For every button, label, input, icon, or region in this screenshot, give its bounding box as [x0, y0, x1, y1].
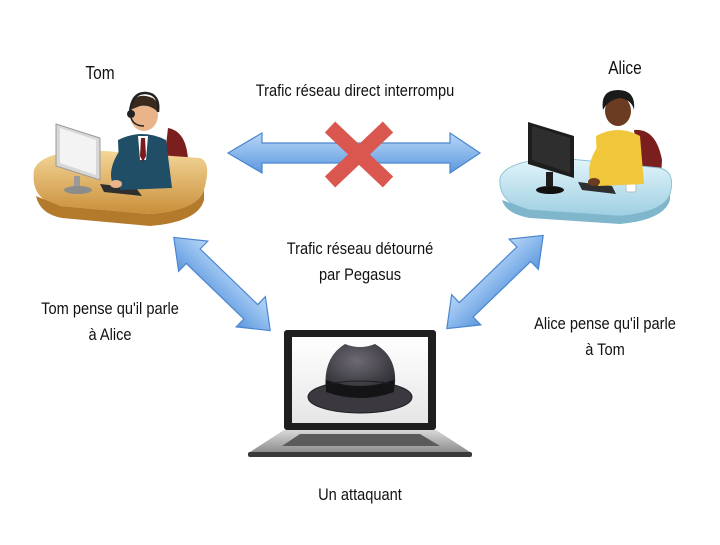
alice-workstation-icon: [499, 90, 673, 224]
hijacked-traffic-label-line2: par Pegasus: [318, 265, 402, 284]
alice-name-label: Alice: [608, 58, 642, 78]
tom-name-label: Tom: [85, 63, 115, 83]
fedora-hat-icon: [307, 344, 413, 414]
interrupted-cross-icon: [324, 121, 394, 188]
tom-attacker-arrow: [173, 236, 271, 332]
alice-attacker-arrow: [446, 234, 544, 330]
direct-traffic-label: Trafic réseau direct interrompu: [255, 81, 455, 100]
attacker-laptop-icon: [248, 330, 472, 457]
attacker-label: Un attaquant: [318, 485, 402, 504]
tom-thinks-label-line1: Tom pense qu'il parle: [41, 299, 179, 318]
tom-workstation-icon: [33, 91, 208, 226]
alice-thinks-label-line2: à Tom: [585, 340, 625, 359]
hijacked-traffic-label-line1: Trafic réseau détourné: [286, 239, 434, 258]
alice-thinks-label-line1: Alice pense qu'il parle: [534, 314, 676, 333]
tom-thinks-label-line2: à Alice: [88, 325, 132, 344]
